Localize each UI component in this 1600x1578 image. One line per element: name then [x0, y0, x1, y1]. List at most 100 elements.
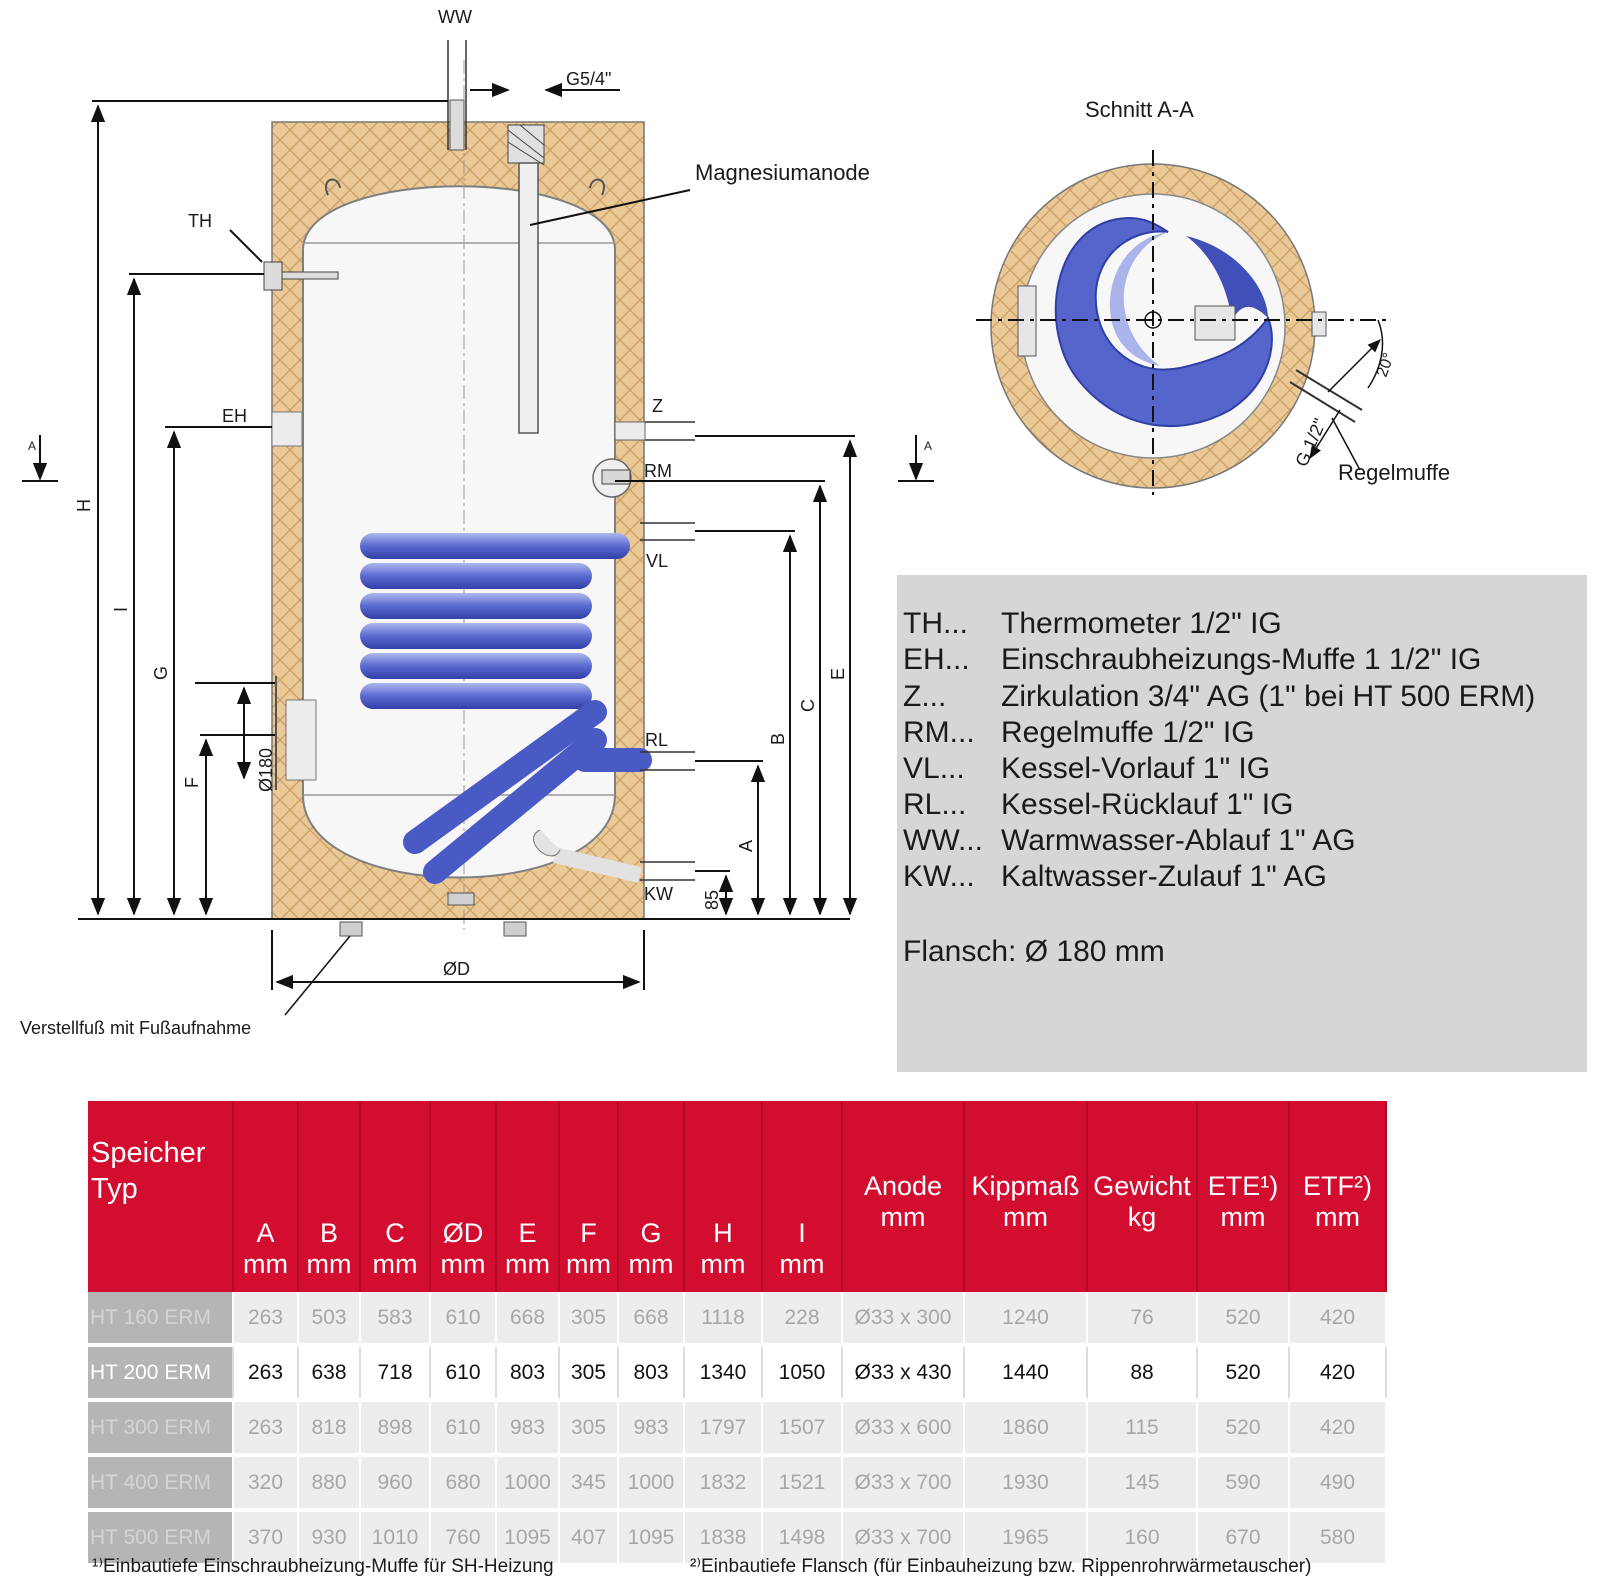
label-rm: RM: [644, 461, 672, 481]
table-cell: 1838: [684, 1510, 763, 1567]
table-cell: 490: [1289, 1455, 1387, 1512]
table-cell: 930: [298, 1510, 361, 1567]
legend-item: KW...Kaltwasser-Zulauf 1" AG: [903, 860, 1327, 893]
port-kw: [640, 861, 695, 881]
footnote-etf: ²⁾Einbautiefe Flansch (für Einbauheizung…: [690, 1556, 1312, 1577]
label-dim-d: ØD: [443, 959, 470, 979]
label-dim-b: B: [768, 733, 788, 745]
table-cell: 670: [1197, 1510, 1290, 1567]
table-cell: 803: [496, 1345, 560, 1402]
table-cell-type: HT 300 ERM: [88, 1400, 234, 1457]
label-regelmuffe: Regelmuffe: [1338, 460, 1450, 485]
section-marker-left: A: [28, 439, 36, 453]
dimension-lines: [22, 82, 934, 990]
legend-item: RM...Regelmuffe 1/2" IG: [903, 716, 1255, 749]
label-foot: Verstellfuß mit Fußaufnahme: [20, 1018, 251, 1038]
label-vl: VL: [646, 551, 668, 571]
table-cell: 263: [233, 1345, 299, 1402]
table-cell: 420: [1289, 1400, 1387, 1457]
label-kw: KW: [644, 884, 673, 904]
table-cell: 718: [360, 1345, 431, 1402]
label-dim-f: F: [182, 777, 202, 788]
table-cell: 407: [559, 1510, 619, 1567]
heat-exchanger-coil: [360, 533, 652, 884]
table-cell: 818: [298, 1400, 361, 1457]
section-title: Schnitt A-A: [1085, 97, 1194, 122]
legend-panel: TH...Thermometer 1/2" IG EH...Einschraub…: [897, 575, 1587, 1072]
label-dim-e: E: [828, 668, 848, 680]
table-cell-type: HT 400 ERM: [88, 1455, 234, 1512]
port-z: [614, 421, 695, 441]
table-cell: 145: [1087, 1455, 1198, 1512]
label-dim-c: C: [798, 699, 818, 712]
label-g54: G5/4": [566, 69, 611, 89]
table-cell: 1118: [684, 1292, 763, 1347]
table-cell: 1521: [762, 1455, 843, 1512]
table-cell: 680: [430, 1455, 497, 1512]
table-cell: 583: [360, 1292, 431, 1347]
table-cell: Ø33 x 700: [842, 1510, 965, 1567]
table-cell: 320: [233, 1455, 299, 1512]
label-eh: EH: [222, 406, 247, 426]
label-dim-i: I: [111, 607, 131, 612]
table-cell: Ø33 x 600: [842, 1400, 965, 1457]
table-cell: 370: [233, 1510, 299, 1567]
table-cell: 1860: [964, 1400, 1088, 1457]
table-cell: 898: [360, 1400, 431, 1457]
col-header: ETF²)mm: [1289, 1101, 1387, 1292]
table-cell: 420: [1289, 1345, 1387, 1402]
table-cell: 1832: [684, 1455, 763, 1512]
label-g12: G 1/2": [1291, 415, 1330, 469]
table-cell: 160: [1087, 1510, 1198, 1567]
table-cell: Ø33 x 430: [842, 1345, 965, 1402]
table-cell: 1965: [964, 1510, 1088, 1567]
table-cell: 610: [430, 1345, 497, 1402]
table-cell: Ø33 x 300: [842, 1292, 965, 1347]
table-cell: 305: [559, 1400, 619, 1457]
legend-item: VL...Kessel-Vorlauf 1" IG: [903, 752, 1271, 785]
ww-outlet-pipe: [447, 40, 467, 151]
label-rl: RL: [645, 730, 668, 750]
footnote-ete: ¹⁾Einbautiefe Einschraubheizung-Muffe fü…: [92, 1556, 554, 1577]
table-cell: 1440: [964, 1345, 1088, 1402]
table-cell: 305: [559, 1292, 619, 1347]
table-cell: 228: [762, 1292, 843, 1347]
table-cell: 1340: [684, 1345, 763, 1402]
table-cell: 960: [360, 1455, 431, 1512]
port-th: [229, 229, 339, 291]
table-cell-type: HT 160 ERM: [88, 1292, 234, 1347]
table-cell: 610: [430, 1292, 497, 1347]
table-cell: 590: [1197, 1455, 1290, 1512]
table-cell: 760: [430, 1510, 497, 1567]
table-cell: 520: [1197, 1345, 1290, 1402]
storage-tank-diagram: WW G5/4" Magnesiumanode TH EH Z RM VL RL…: [20, 7, 1450, 1038]
table-cell: 88: [1087, 1345, 1198, 1402]
table-cell: 638: [298, 1345, 361, 1402]
label-magnesiumanode: Magnesiumanode: [695, 160, 870, 185]
col-header: ETE¹)mm: [1197, 1101, 1290, 1292]
table-cell-type: HT 500 ERM: [88, 1510, 234, 1567]
table-cell: 345: [559, 1455, 619, 1512]
table-cell: Ø33 x 700: [842, 1455, 965, 1512]
table-cell: 983: [618, 1400, 685, 1457]
table-cell: 610: [430, 1400, 497, 1457]
table-cell: 1000: [496, 1455, 560, 1512]
table-cell: 880: [298, 1455, 361, 1512]
label-z: Z: [652, 396, 663, 416]
table-cell-type: HT 200 ERM: [88, 1345, 234, 1402]
label-dim-85: 85: [702, 890, 722, 910]
